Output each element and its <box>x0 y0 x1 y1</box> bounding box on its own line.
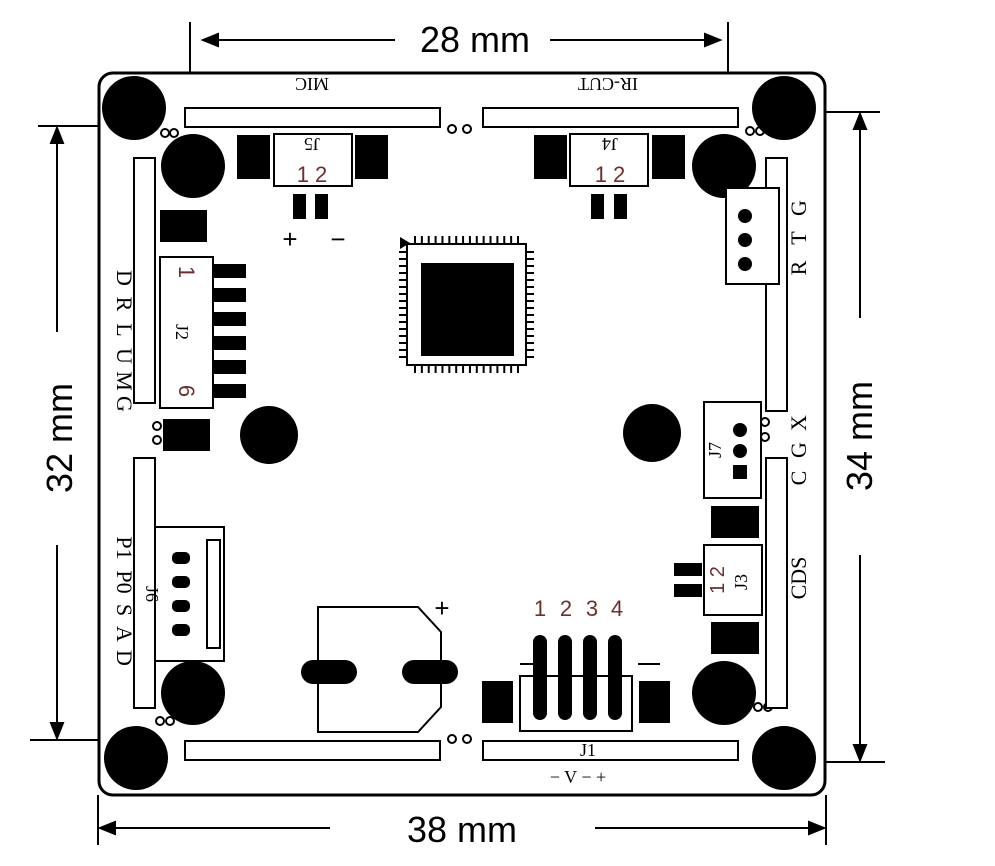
label-j1: J1 <box>580 740 596 760</box>
right-cgx-letters: C G X <box>786 415 811 485</box>
hole-top-left <box>102 76 166 140</box>
label-j6: J6 <box>142 586 162 602</box>
label-capacitor-plus: + <box>434 593 449 623</box>
dimension-top-label: 28 mm <box>420 19 530 60</box>
hole-mid-left <box>240 406 298 464</box>
label-bottom-power: − V − + <box>550 767 606 787</box>
left-strip-top <box>133 157 156 404</box>
hole-inner-tr <box>692 134 756 198</box>
left-top-letters: D R L U M G <box>112 270 137 412</box>
svg-text:1: 1 <box>534 596 546 621</box>
header-strip-mic <box>184 107 441 128</box>
svg-text:T: T <box>786 231 811 245</box>
label-j2-pin-1: 1 <box>174 266 199 278</box>
capacitor <box>301 606 458 733</box>
connector-j1: 1 2 3 4 <box>482 596 670 732</box>
svg-text:G: G <box>786 442 811 458</box>
svg-text:2: 2 <box>560 596 572 621</box>
label-j5-minus: − <box>330 224 345 254</box>
label-j7: J7 <box>705 442 725 458</box>
label-j2: J2 <box>172 324 192 340</box>
mounting-holes <box>102 76 816 790</box>
svg-text:L: L <box>112 323 137 336</box>
connector-j3 <box>674 506 763 654</box>
hole-inner-bl <box>161 661 225 725</box>
connector-j7 <box>703 401 762 499</box>
connector-j6 <box>154 526 225 662</box>
dimension-right-label: 34 mm <box>839 381 880 491</box>
hole-inner-br <box>692 661 756 725</box>
header-strip-j1 <box>482 740 739 761</box>
label-j5: J5 <box>304 134 320 154</box>
hole-bottom-right <box>752 726 816 790</box>
svg-text:C: C <box>786 471 811 486</box>
label-ir-cut: IR-CUT <box>578 74 638 94</box>
right-strip-bottom <box>765 457 788 709</box>
svg-text:S: S <box>112 604 137 616</box>
hole-top-right <box>752 76 816 140</box>
label-j5-plus: + <box>282 224 297 254</box>
svg-text:4: 4 <box>611 596 623 621</box>
header-strip-bottom-left <box>184 740 441 761</box>
connector-j2 <box>159 210 246 451</box>
right-rtg-letters: R T G <box>786 200 811 275</box>
svg-text:R: R <box>786 260 811 275</box>
label-j3-pins: 1 2 <box>707 566 729 594</box>
label-j4-pins: 1 2 <box>595 162 626 187</box>
label-j5-pins: 1 2 <box>297 162 328 187</box>
header-strip-ircut <box>482 107 739 128</box>
dimension-bottom <box>97 795 827 845</box>
svg-text:P0: P0 <box>112 570 137 593</box>
svg-text:U: U <box>112 348 137 364</box>
connector-j5 <box>237 133 388 219</box>
hole-mid-right <box>623 404 681 462</box>
label-j3: J3 <box>731 574 751 590</box>
label-cds: CDS <box>786 557 811 600</box>
label-j4: J4 <box>602 134 618 154</box>
ic-chip <box>399 236 534 373</box>
svg-text:X: X <box>786 415 811 431</box>
left-bottom-letters: P1 P0 S A D <box>112 536 137 666</box>
svg-text:A: A <box>112 626 137 642</box>
svg-text:P1: P1 <box>112 536 137 559</box>
connector-rtg <box>725 187 780 285</box>
svg-text:G: G <box>786 200 811 216</box>
dimension-bottom-label: 38 mm <box>407 809 517 850</box>
dimension-left-label: 32 mm <box>39 383 80 493</box>
hole-inner-tl <box>161 134 225 198</box>
svg-text:G: G <box>112 396 137 412</box>
svg-text:3: 3 <box>586 596 598 621</box>
svg-text:M: M <box>112 371 137 391</box>
hole-bottom-left <box>104 726 168 790</box>
label-mic: MIC <box>295 74 329 94</box>
board-outline <box>97 71 827 797</box>
svg-text:R: R <box>112 297 137 312</box>
svg-text:D: D <box>112 270 137 286</box>
svg-text:D: D <box>112 650 137 666</box>
label-j2-pin-6: 6 <box>174 385 199 397</box>
connector-j4 <box>534 133 685 219</box>
